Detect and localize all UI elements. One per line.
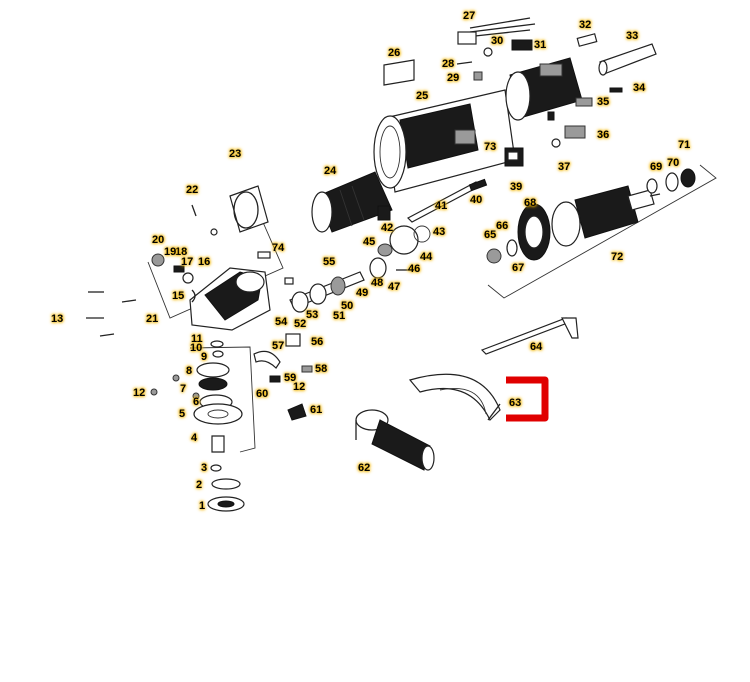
part-label-33: 33 [626,30,639,42]
bevel-gear [486,203,551,264]
part-label-44: 44 [420,251,433,263]
flange-stack [150,340,245,512]
part-label-11: 11 [191,333,203,345]
part-label-65: 65 [484,229,497,241]
part-label-49: 49 [356,287,369,299]
handle-grip [311,171,393,233]
part-label-3: 3 [201,462,208,474]
part-label-58: 58 [315,363,328,375]
part-label-16: 16 [198,256,211,268]
part-label-48: 48 [371,277,384,289]
bracket-part [377,205,391,221]
part-label-4: 4 [191,432,198,444]
part-label-63: 63 [509,397,522,409]
switch-rod [407,178,488,223]
part-label-42: 42 [381,222,394,234]
part-label-8: 8 [186,365,193,377]
part-label-34: 34 [633,82,646,94]
part-label-28: 28 [442,58,455,70]
part-label-10: 10 [190,342,203,354]
part-label-71: 71 [678,139,691,151]
part-label-32: 32 [579,19,592,31]
part-label-18: 18 [175,246,188,258]
part-label-46: 46 [408,263,421,275]
housing-screws [86,291,137,337]
part-label-20: 20 [152,234,165,246]
part-label-36: 36 [597,129,610,141]
part-label-29: 29 [447,72,460,84]
part-label-52: 52 [294,318,307,330]
part-label-68: 68 [524,197,537,209]
wheel-guard [408,373,501,422]
part-label-45: 45 [363,236,376,248]
part-label-12a: 12 [133,387,146,399]
part-label-69: 69 [650,161,663,173]
part-label-47: 47 [388,281,401,293]
brush-holder-parts [576,33,657,76]
part-label-51: 51 [333,310,346,322]
part-label-17: 17 [181,256,194,268]
gear-cover [229,185,269,233]
part-label-9: 9 [201,351,208,363]
side-handle [355,409,435,471]
part-label-56: 56 [311,336,324,348]
part-label-6: 6 [193,396,200,408]
part-label-15: 15 [172,290,185,302]
part-label-31: 31 [534,39,547,51]
part-label-72: 72 [611,251,624,263]
gear-head-housing [189,267,271,331]
part-label-53: 53 [306,309,319,321]
part-label-22: 22 [186,184,199,196]
highlight-bracket [506,376,549,422]
rear-housing [505,39,583,121]
part-label-50: 50 [341,300,354,312]
part-label-66: 66 [496,220,509,232]
part-label-30: 30 [491,35,504,47]
small-screws [456,47,623,148]
part-label-62: 62 [358,462,371,474]
part-label-67: 67 [512,262,525,274]
part-label-40: 40 [470,194,483,206]
part-label-19: 19 [164,246,177,258]
switch-part [504,147,524,167]
hex-key [480,317,579,355]
armature [551,185,661,247]
part-label-7: 7 [180,383,187,395]
auxiliary-parts [253,333,313,421]
part-label-12b: 12 [293,381,306,393]
part-label-54: 54 [275,316,288,328]
part-label-5: 5 [179,408,186,420]
part-label-1: 1 [199,500,206,512]
part-label-70: 70 [667,157,680,169]
part-label-73: 73 [484,141,497,153]
part-label-39: 39 [510,181,523,193]
part-label-37: 37 [558,161,571,173]
part-label-24: 24 [324,165,337,177]
spindle-assembly [257,225,431,313]
part-label-21: 21 [146,313,159,325]
spindle-lock-parts [151,204,218,303]
part-label-25: 25 [416,90,429,102]
part-label-41: 41 [435,200,448,212]
part-label-55: 55 [323,256,336,268]
part-label-23: 23 [229,148,242,160]
part-label-64: 64 [530,341,543,353]
part-label-43: 43 [433,226,446,238]
part-label-27: 27 [463,10,476,22]
part-label-74: 74 [272,242,285,254]
part-label-60: 60 [256,388,269,400]
part-label-61: 61 [310,404,323,416]
part-label-35: 35 [597,96,610,108]
part-label-59: 59 [284,372,297,384]
part-label-57: 57 [272,340,285,352]
label-plate [383,59,415,86]
part-label-2: 2 [196,479,203,491]
part-label-13: 13 [51,313,64,325]
motor-bearings [646,168,696,194]
cable-part [457,17,536,45]
part-label-26: 26 [388,47,401,59]
